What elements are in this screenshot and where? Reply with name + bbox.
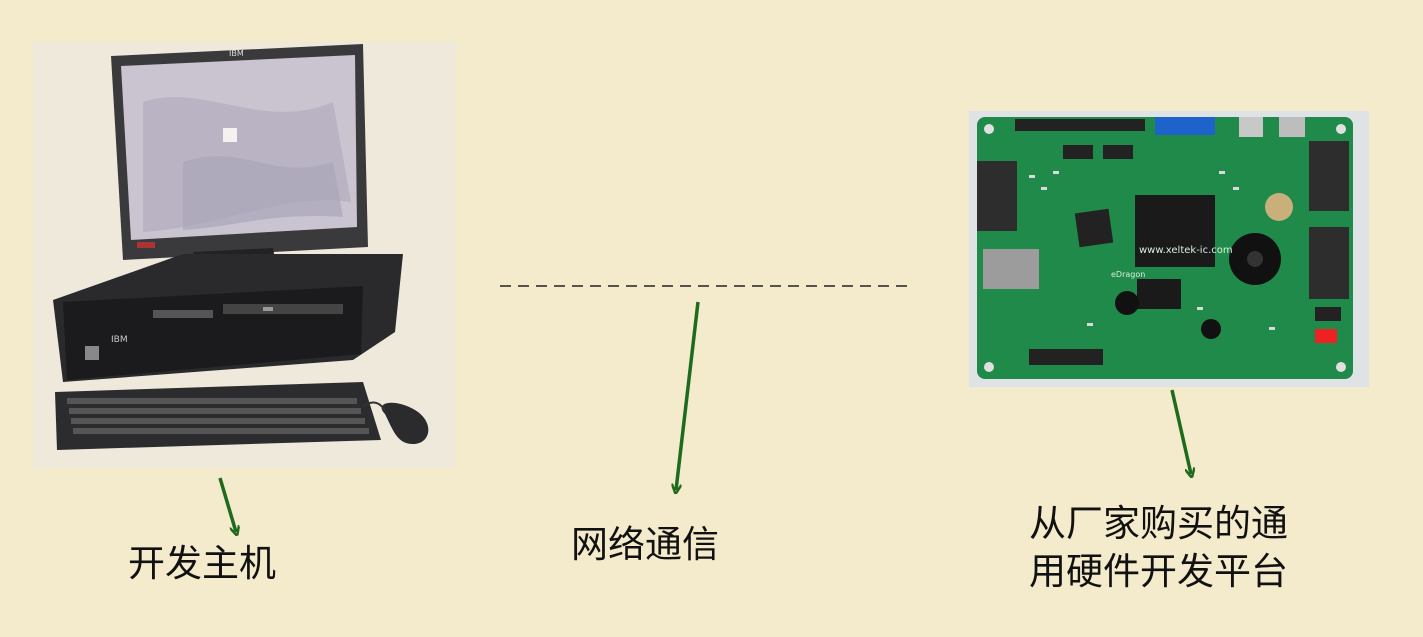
hardware-dev-board-image: www.xeltek-ic.com eDragon xyxy=(969,111,1369,387)
board-name: eDragon xyxy=(1111,270,1145,279)
top-header xyxy=(1015,119,1145,131)
tower-brand-logo: IBM xyxy=(111,335,128,345)
coin-battery xyxy=(1265,193,1293,221)
host-label: 开发主机 xyxy=(128,542,276,585)
bottom-header xyxy=(1029,349,1103,365)
network-arrow xyxy=(676,301,700,490)
keyboard xyxy=(55,382,381,450)
board-arrow xyxy=(1170,389,1191,474)
ethernet-jack xyxy=(983,249,1039,289)
main-cpu xyxy=(1135,195,1215,267)
serial-port-bottom xyxy=(1309,227,1349,299)
network-label: 网络通信 xyxy=(571,523,719,566)
monitor-brand-logo: IBM xyxy=(229,49,244,58)
serial-port-left xyxy=(977,161,1017,231)
red-button xyxy=(1315,329,1337,343)
mouse xyxy=(381,402,429,444)
terminal-block xyxy=(1155,117,1215,135)
board-silkscreen-url: www.xeltek-ic.com xyxy=(1139,245,1233,256)
host-arrow xyxy=(218,477,236,532)
pc-illustration: IBM IBM xyxy=(33,42,456,468)
board-label-line-2: 用硬件开发平台 xyxy=(1029,550,1288,593)
serial-port-top xyxy=(1309,141,1349,211)
board-label-line-1: 从厂家购买的通 xyxy=(1029,502,1288,545)
board-illustration: www.xeltek-ic.com eDragon xyxy=(969,111,1369,387)
board-label: 从厂家购买的通 用硬件开发平台 xyxy=(1029,500,1288,596)
development-host-pc-image: IBM IBM xyxy=(33,42,456,468)
